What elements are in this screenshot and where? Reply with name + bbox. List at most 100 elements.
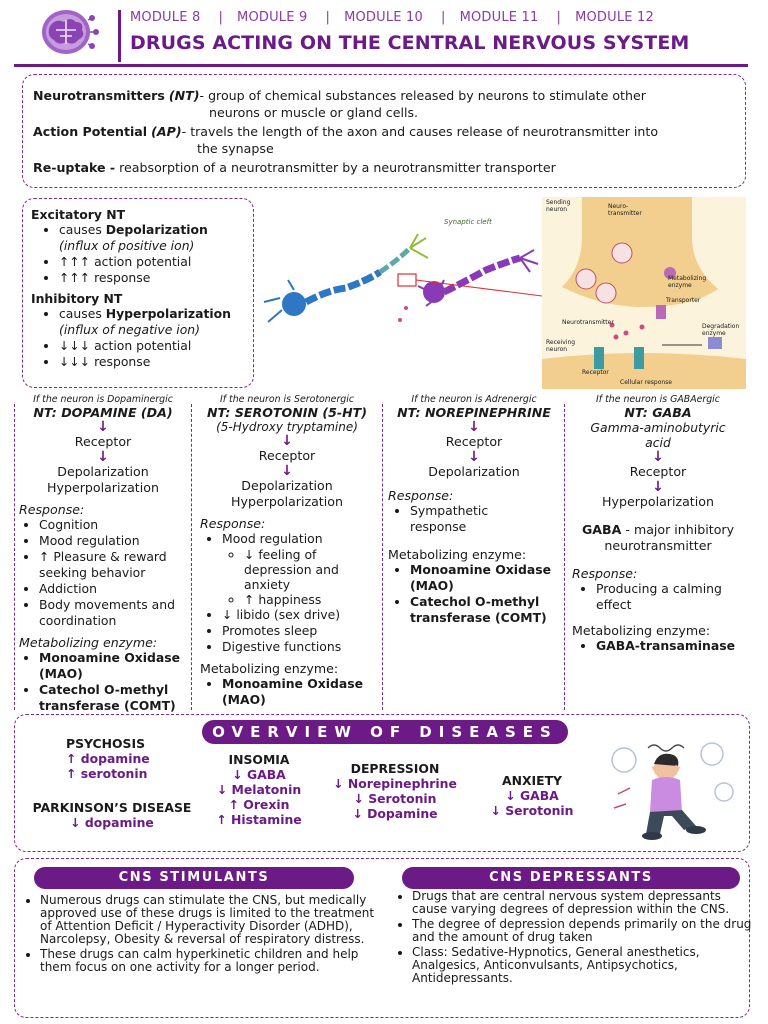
module-link-10[interactable]: MODULE 10 [344,10,423,25]
disease-marker: ↑ dopamine [66,751,150,766]
overview-title: OVERVIEW OF DISEASES [202,720,568,744]
disease-marker: ↓ Serotonin [353,791,437,806]
excitatory-inhibitory-box: Excitatory NT causes Depolarization(infl… [22,198,254,388]
dopamine-enzyme-item: Monoamine Oxidase (MAO) [39,650,191,682]
disease-name: INSOMIA [228,752,290,767]
gaba-effect-1: Hyperpolarization [602,494,714,509]
module-link-12[interactable]: MODULE 12 [575,10,654,25]
serotonin-condition: If the neuron is Serotonergic [219,394,355,405]
receptor-label: Receptor [582,369,609,376]
disease-insomia: INSOMIA ↓ GABA ↓ Melatonin ↑ Orexin ↑ Hi… [204,752,314,827]
down-arrow-icon: ↓ [281,433,293,449]
header-divider [118,10,121,62]
gaba-response-label: Response: [572,566,638,581]
down-arrow-icon: ↓ [652,479,664,495]
serotonin-mood-item: Mood regulation ↓ feeling of depression … [222,531,382,607]
stimulants-item: Numerous drugs can stimulate the CNS, bu… [40,894,380,946]
depressants-item: Class: Sedative-Hypnotics, General anest… [412,946,754,985]
dopamine-effect-2: Hyperpolarization [47,480,159,495]
module-link-9[interactable]: MODULE 9 [237,10,308,25]
dopamine-receptor: Receptor [74,434,132,449]
serotonin-response-item: Digestive functions [222,639,382,655]
depressants-item: Drugs that are central nervous system de… [412,890,754,916]
serotonin-mood-sub: ↑ happiness [244,592,382,607]
inhibitory-causes: causes Hyperpolarization(influx of negat… [59,306,251,338]
disease-marker: ↓ Dopamine [352,806,438,821]
gaba-title: NT: GABA [624,405,692,420]
degradation-enzyme-label: Degradation enzyme [702,323,740,337]
synapse-diagram: Sending neuron Neuro-transmitter Metabol… [542,197,746,389]
receiving-neuron-label: Receiving neuron [546,339,576,353]
excitatory-causes: causes Depolarization(influx of positive… [59,222,251,254]
disease-depression: DEPRESSION ↓ Norepinephrine ↓ Serotonin … [320,761,470,821]
serotonin-enzyme-item: Monoamine Oxidase (MAO) [222,676,382,708]
dopamine-response-label: Response: [19,502,85,517]
definitions-box: Neurotransmitters (NT)- group of chemica… [22,74,746,188]
depressants-item: The degree of depression depends primari… [412,918,754,944]
dopamine-response-item: Mood regulation [39,533,191,549]
gaba-response-item: Producing a calming effect [596,581,750,613]
down-arrow-icon: ↓ [97,419,109,435]
serotonin-effect-1: Depolarization [241,478,333,493]
excitatory-response: ↑↑↑ response [59,270,251,286]
disease-name: ANXIETY [501,773,562,788]
norepinephrine-enzyme-label: Metabolizing enzyme: [388,547,527,562]
stimulants-item: These drugs can calm hyperkinetic childr… [40,948,380,974]
transporter-label: Transporter [666,297,701,304]
module-link-11[interactable]: MODULE 11 [459,10,539,25]
neurotransmitter-label-2: Neurotransmitter [562,319,614,326]
module-nav: MODULE 8|MODULE 9|MODULE 10|MODULE 11|MO… [130,10,658,25]
disease-marker: ↓ Serotonin [490,803,574,818]
dopamine-enzyme-item: Catechol O-methyl transferase (COMT) [39,682,191,714]
gaba-enzyme-item: GABA-transaminase [596,638,750,654]
module-link-8[interactable]: MODULE 8 [130,10,201,25]
disease-marker: ↑ Histamine [216,812,302,827]
disease-psychosis: PSYCHOSIS ↑ dopamine ↑ serotonin [66,736,162,781]
nav-separator: | [556,10,562,25]
cellular-response-label: Cellular response [620,379,672,386]
norepinephrine-response-item: Sympathetic response [410,503,520,535]
down-arrow-icon: ↓ [281,463,293,479]
definition-neurotransmitters: Neurotransmitters (NT)- group of chemica… [33,88,646,103]
stimulants-list: Numerous drugs can stimulate the CNS, bu… [20,894,380,976]
gaba-column: If the neuron is GABAergic NT: GABA Gamm… [566,394,750,710]
definition-action-potential: Action Potential (AP)- travels the lengt… [33,124,659,139]
dopamine-condition: If the neuron is Dopaminergic [33,394,173,405]
definition-reuptake: Re-uptake - reabsorption of a neurotrans… [33,160,556,175]
neurotransmitter-label: Neuro-transmitter [608,203,642,217]
synaptic-cleft-label: Synaptic cleft [444,218,492,226]
norepinephrine-enzyme-item: Monoamine Oxidase (MAO) [410,562,564,594]
dopamine-enzyme-label: Metabolizing enzyme: [19,635,158,650]
dopamine-response-item: Body movements and coordination [39,597,191,629]
dopamine-response-item: ↑ Pleasure & reward seeking behavior [39,549,191,581]
disease-marker: ↑ Orexin [228,797,290,812]
disease-name: DEPRESSION [350,761,440,776]
nav-separator: | [325,10,331,25]
serotonin-response-label: Response: [200,516,266,531]
stimulants-title: CNS STIMULANTS [34,867,354,889]
gaba-condition: If the neuron is GABAergic [596,394,720,405]
serotonin-title: NT: SEROTONIN (5-HT) [206,405,368,420]
inhibitory-title: Inhibitory NT [31,291,123,306]
nav-separator: | [440,10,446,25]
disease-anxiety: ANXIETY ↓ GABA ↓ Serotonin [484,773,580,818]
definition-neurotransmitters-cont: neurons or muscle or gland cells. [209,105,419,120]
neuron-chain-illustration: Synaptic cleft [258,210,543,340]
sending-neuron-label: Sending neuron [546,199,571,213]
gaba-subtitle: Gamma-aminobutyric acid [590,420,726,450]
serotonin-subtitle: (5-Hydroxy tryptamine) [216,420,358,434]
serotonin-effect-2: Hyperpolarization [231,494,343,509]
dopamine-response-item: Cognition [39,517,191,533]
disease-parkinsons: PARKINSON’S DISEASE ↓ dopamine [22,800,202,830]
stimulants-depressants-box [14,858,750,1018]
inhibitory-response: ↓↓↓ response [59,354,251,370]
disease-marker: ↓ Norepinephrine [333,776,457,791]
down-arrow-icon: ↓ [468,419,480,435]
metabolizing-enzyme-label: Metabolizing enzyme [668,275,707,289]
gaba-receptor: Receptor [629,464,687,479]
norepinephrine-condition: If the neuron is Adrenergic [411,394,537,405]
dopamine-effect-1: Depolarization [57,464,149,479]
gaba-enzyme-label: Metabolizing enzyme: [572,623,711,638]
gaba-note: GABA - major inhibitory neurotransmitter [581,522,735,553]
norepinephrine-column: If the neuron is Adrenergic NT: NOREPINE… [384,394,565,710]
